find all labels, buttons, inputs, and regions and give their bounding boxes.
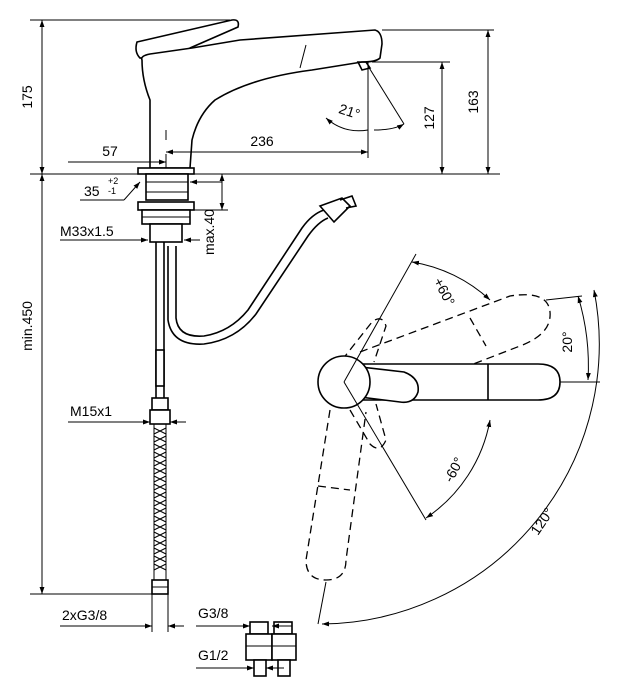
dim-min-450: min.450 [19,174,152,595]
dim-127: 127 [372,61,450,174]
dim-57: 57 [68,143,167,168]
dim-angle-21: 21° [325,65,405,132]
dim-35-hole: 35 +2 -1 [80,176,222,201]
label-m15: M15x1 [70,403,112,419]
braided-hose [151,424,169,595]
label-minus-60: -60° [440,454,466,484]
mounting-washer [137,201,195,211]
threaded-shank [149,223,183,243]
lever-position-plus60 [341,318,387,363]
dim-top-view-angles: +60° 20° -60° 120° [317,253,600,627]
faucet-side-view [135,19,383,175]
lever-position-minus60 [349,403,387,449]
spout-position-minus100 [305,409,367,581]
valve-left-body [245,633,273,661]
valve-left-top [249,621,269,635]
label-163: 163 [465,90,481,114]
pipe-collar [155,349,165,387]
label-m33: M33x1.5 [60,223,114,239]
label-g38: G3/8 [198,605,229,621]
label-21-deg: 21° [337,100,362,122]
spray-head [318,197,352,224]
dim-236: 236 [166,62,369,158]
label-35-tol-plus: +2 [108,176,118,186]
label-120: 120° [527,505,556,538]
label-127: 127 [421,106,437,130]
pull-out-hose [167,195,358,345]
label-min-450: min.450 [19,301,35,351]
faucet-base [137,167,195,175]
label-20: 20° [559,331,575,352]
dim-163: 163 [382,29,494,174]
label-max-40: max.40 [201,209,217,255]
label-35: 35 [84,183,100,199]
dim-175: 175 [19,19,230,174]
dim-m33: M33x1.5 [60,223,200,243]
dim-m15: M15x1 [68,403,186,425]
label-35-tol-minus: -1 [108,186,116,196]
valve-right-body [271,633,297,661]
spout-joint-line [299,44,307,69]
label-2xg38: 2xG3/8 [62,607,107,623]
dim-g38: G3/8 [196,605,292,629]
dim-g12: G1/2 [196,647,284,671]
label-g12: G1/2 [198,647,229,663]
label-236: 236 [250,133,274,149]
hose-fitting [149,409,171,425]
stop-valves [245,621,297,677]
spout-outlet [356,61,372,71]
label-plus-60: +60° [430,275,458,308]
mounting-sleeve [145,173,189,201]
valve-right-top [273,621,293,635]
hose-connector-m15 [151,397,169,411]
dim-max-40: max.40 [194,174,228,255]
label-175: 175 [19,85,35,109]
dim-2xg38: 2xG3/8 [60,594,184,632]
mounting-assembly [137,173,195,425]
valve-left-stem [253,659,267,677]
label-57: 57 [102,143,118,159]
